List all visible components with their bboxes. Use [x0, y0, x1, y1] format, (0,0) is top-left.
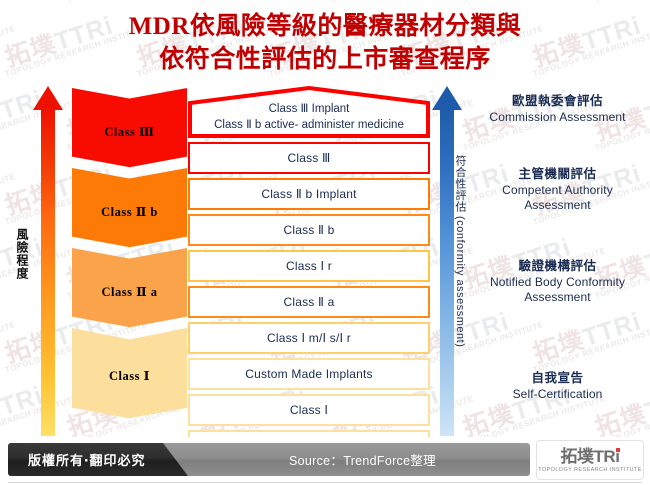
stage-en-line2: Assessment: [524, 290, 591, 304]
risk-axis-label: 風險程度: [15, 228, 29, 280]
device-box-pentagon-line1: Class Ⅲ Implant: [268, 103, 350, 115]
page-title: MDR依風險等級的醫療器材分類與 依符合性評估的上市審查程序: [0, 10, 650, 76]
stage-en-line1: Commission Assessment: [489, 110, 626, 124]
watermark-subtitle: TOPOLOGY RESEARCH INSTITUTE: [532, 319, 650, 375]
device-box-pentagon: Class Ⅲ Implant Class Ⅱ b active- admini…: [188, 86, 430, 138]
footer: 版權所有‧翻印必究 Source：TrendForce整理 拓墣TRi TOPO…: [0, 437, 650, 485]
device-box-custom-made-implants: Custom Made Implants: [188, 358, 430, 390]
watermark-subtitle: TOPOLOGY RESEARCH INSTITUTE: [330, 0, 475, 5]
title-line-2: 依符合性評估的上市審查程序: [159, 46, 491, 73]
stage-en-line2: Assessment: [524, 198, 591, 212]
stage-cn-label: 歐盟執委會評估: [511, 94, 603, 108]
up-arrow-icon: [33, 86, 63, 110]
watermark-subtitle: TOPOLOGY RESEARCH INSTITUTE: [0, 319, 17, 375]
logo-subtitle: TOPOLOGY RESEARCH INSTITUTE: [538, 467, 642, 473]
watermark-subtitle: TOPOLOGY RESEARCH INSTITUTE: [66, 0, 211, 5]
arrow-shaft: [440, 108, 454, 436]
stage-cn-label: 主管機關評估: [518, 167, 597, 181]
stage-notified-body-conformity-assessment: 驗證機構評估 Notified Body Conformity Assessme…: [470, 258, 645, 305]
source-label: Source：TrendForce整理: [289, 454, 436, 468]
stage-cn-label: 驗證機構評估: [518, 259, 597, 273]
copyright-tab: 版權所有‧翻印必究: [8, 443, 188, 476]
logo-wordmark: 拓墣TRi: [560, 447, 621, 466]
logo-dot-icon: [616, 448, 621, 452]
stage-competent-authority-assessment: 主管機關評估 Competent Authority Assessment: [470, 166, 645, 213]
stage-self-certification: 自我宣告 Self-Certification: [470, 370, 645, 402]
device-box-class-ir: Class Ⅰ r: [188, 250, 430, 282]
logo-main-text: 拓墣TRi: [560, 447, 620, 466]
watermark-mark: 拓墣TTRi: [529, 307, 645, 369]
risk-level-class-iib: Class Ⅱ b: [72, 168, 187, 248]
risk-axis-arrow: [33, 86, 63, 436]
watermark-subtitle: TOPOLOGY RESEARCH INSTITUTE: [462, 0, 607, 5]
stage-en-line1: Self-Certification: [512, 387, 603, 401]
device-box-class-im-is-ir: Class Ⅰ m/Ⅰ s/Ⅰ r: [188, 322, 430, 354]
device-box-pentagon-line2: Class Ⅱ b active- administer medicine: [214, 119, 404, 131]
risk-level-class-iii: Class Ⅲ: [72, 88, 187, 168]
risk-level-class-iia: Class Ⅱ a: [72, 248, 187, 328]
title-line-1: MDR依風險等級的醫療器材分類與: [128, 13, 522, 40]
device-category-column: Class Ⅲ Implant Class Ⅱ b active- admini…: [188, 86, 430, 466]
pentagon-outline-icon: [188, 86, 430, 138]
watermark-subtitle: TOPOLOGY RESEARCH INSTITUTE: [594, 0, 650, 5]
up-arrow-icon: [432, 86, 462, 110]
device-box-class-iib-implant: Class Ⅱ b Implant: [188, 178, 430, 210]
device-box-class-iii: Class Ⅲ: [188, 142, 430, 174]
watermark-subtitle: TOPOLOGY RESEARCH INSTITUTE: [198, 0, 343, 5]
watermark-subtitle: TOPOLOGY RESEARCH INSTITUTE: [0, 171, 17, 227]
device-box-class-iia: Class Ⅱ a: [188, 286, 430, 318]
stage-commission-assessment: 歐盟執委會評估 Commission Assessment: [470, 93, 645, 125]
device-box-class-i: Class Ⅰ: [188, 394, 430, 426]
footer-divider: [8, 482, 642, 483]
tri-logo: 拓墣TRi TOPOLOGY RESEARCH INSTITUTE: [536, 440, 644, 480]
device-box-class-iib: Class Ⅱ b: [188, 214, 430, 246]
arrow-shaft: [41, 108, 55, 436]
stage-en-line1: Competent Authority: [502, 183, 613, 197]
risk-level-class-i: Class Ⅰ: [72, 328, 187, 419]
stage-cn-label: 自我宣告: [531, 371, 584, 385]
stage-en-line1: Notified Body Conformity: [489, 275, 626, 289]
conformity-axis-arrow: [432, 86, 462, 436]
conformity-axis-label: 符合性評估 (conformity assessment): [454, 155, 466, 348]
copyright-label: 版權所有‧翻印必究: [28, 453, 146, 468]
watermark-subtitle: TOPOLOGY RESEARCH INSTITUTE: [0, 0, 79, 5]
